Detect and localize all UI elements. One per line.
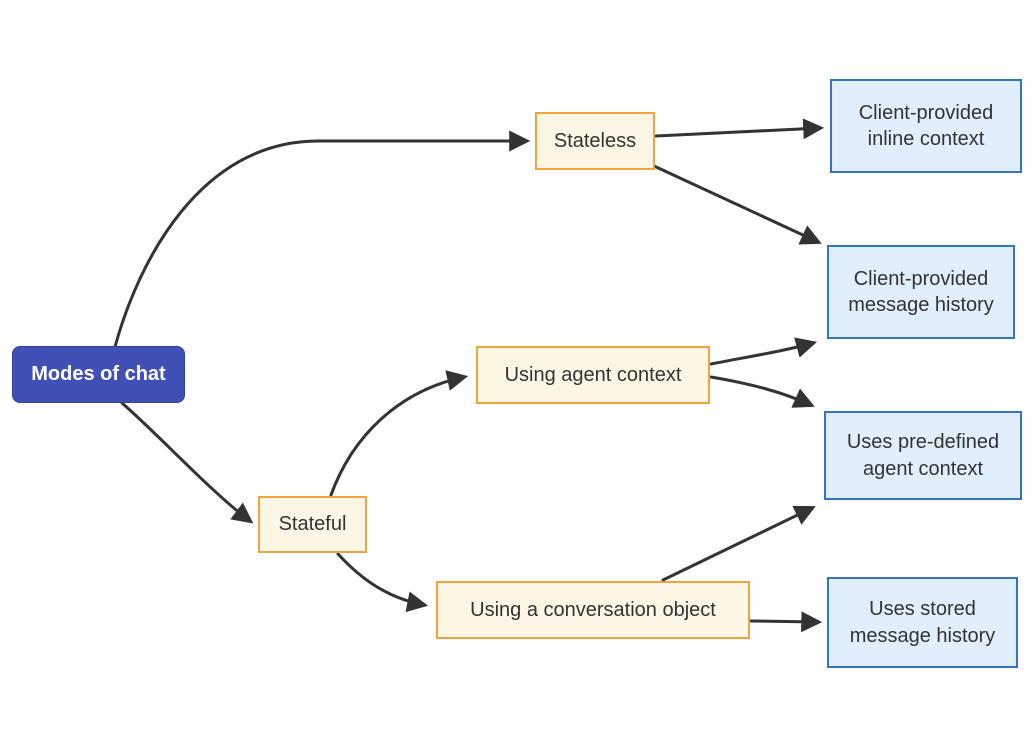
node-using-agent-context: Using agent context xyxy=(476,346,710,404)
node-uses-pre-defined-agent-context: Uses pre-defined agent context xyxy=(824,411,1022,500)
edge-stateless-inline-context xyxy=(654,118,825,140)
node-using-a-conversation-object: Using a conversation object xyxy=(436,581,750,639)
node-client-provided-inline-context: Client-provided inline context xyxy=(830,79,1022,173)
node-uses-stored-message-history: Uses stored message history xyxy=(827,577,1018,668)
node-stateful: Stateful xyxy=(258,496,367,553)
edge-stateful-agent-context xyxy=(329,370,469,497)
node-stateless: Stateless xyxy=(535,112,655,170)
edge-conversation-object-stored-history xyxy=(749,611,823,633)
edge-agent-context-predefined-context xyxy=(709,375,815,408)
node-modes-of-chat: Modes of chat xyxy=(12,346,185,403)
edge-root-stateless xyxy=(113,130,531,349)
edge-conversation-object-predefined-context xyxy=(661,505,816,582)
node-client-provided-message-history: Client-provided message history xyxy=(827,245,1015,339)
edge-root-stateful xyxy=(120,401,254,524)
edge-stateful-conversation-object xyxy=(336,552,429,613)
edge-agent-context-message-history xyxy=(709,337,818,366)
edge-stateless-message-history xyxy=(652,164,822,245)
